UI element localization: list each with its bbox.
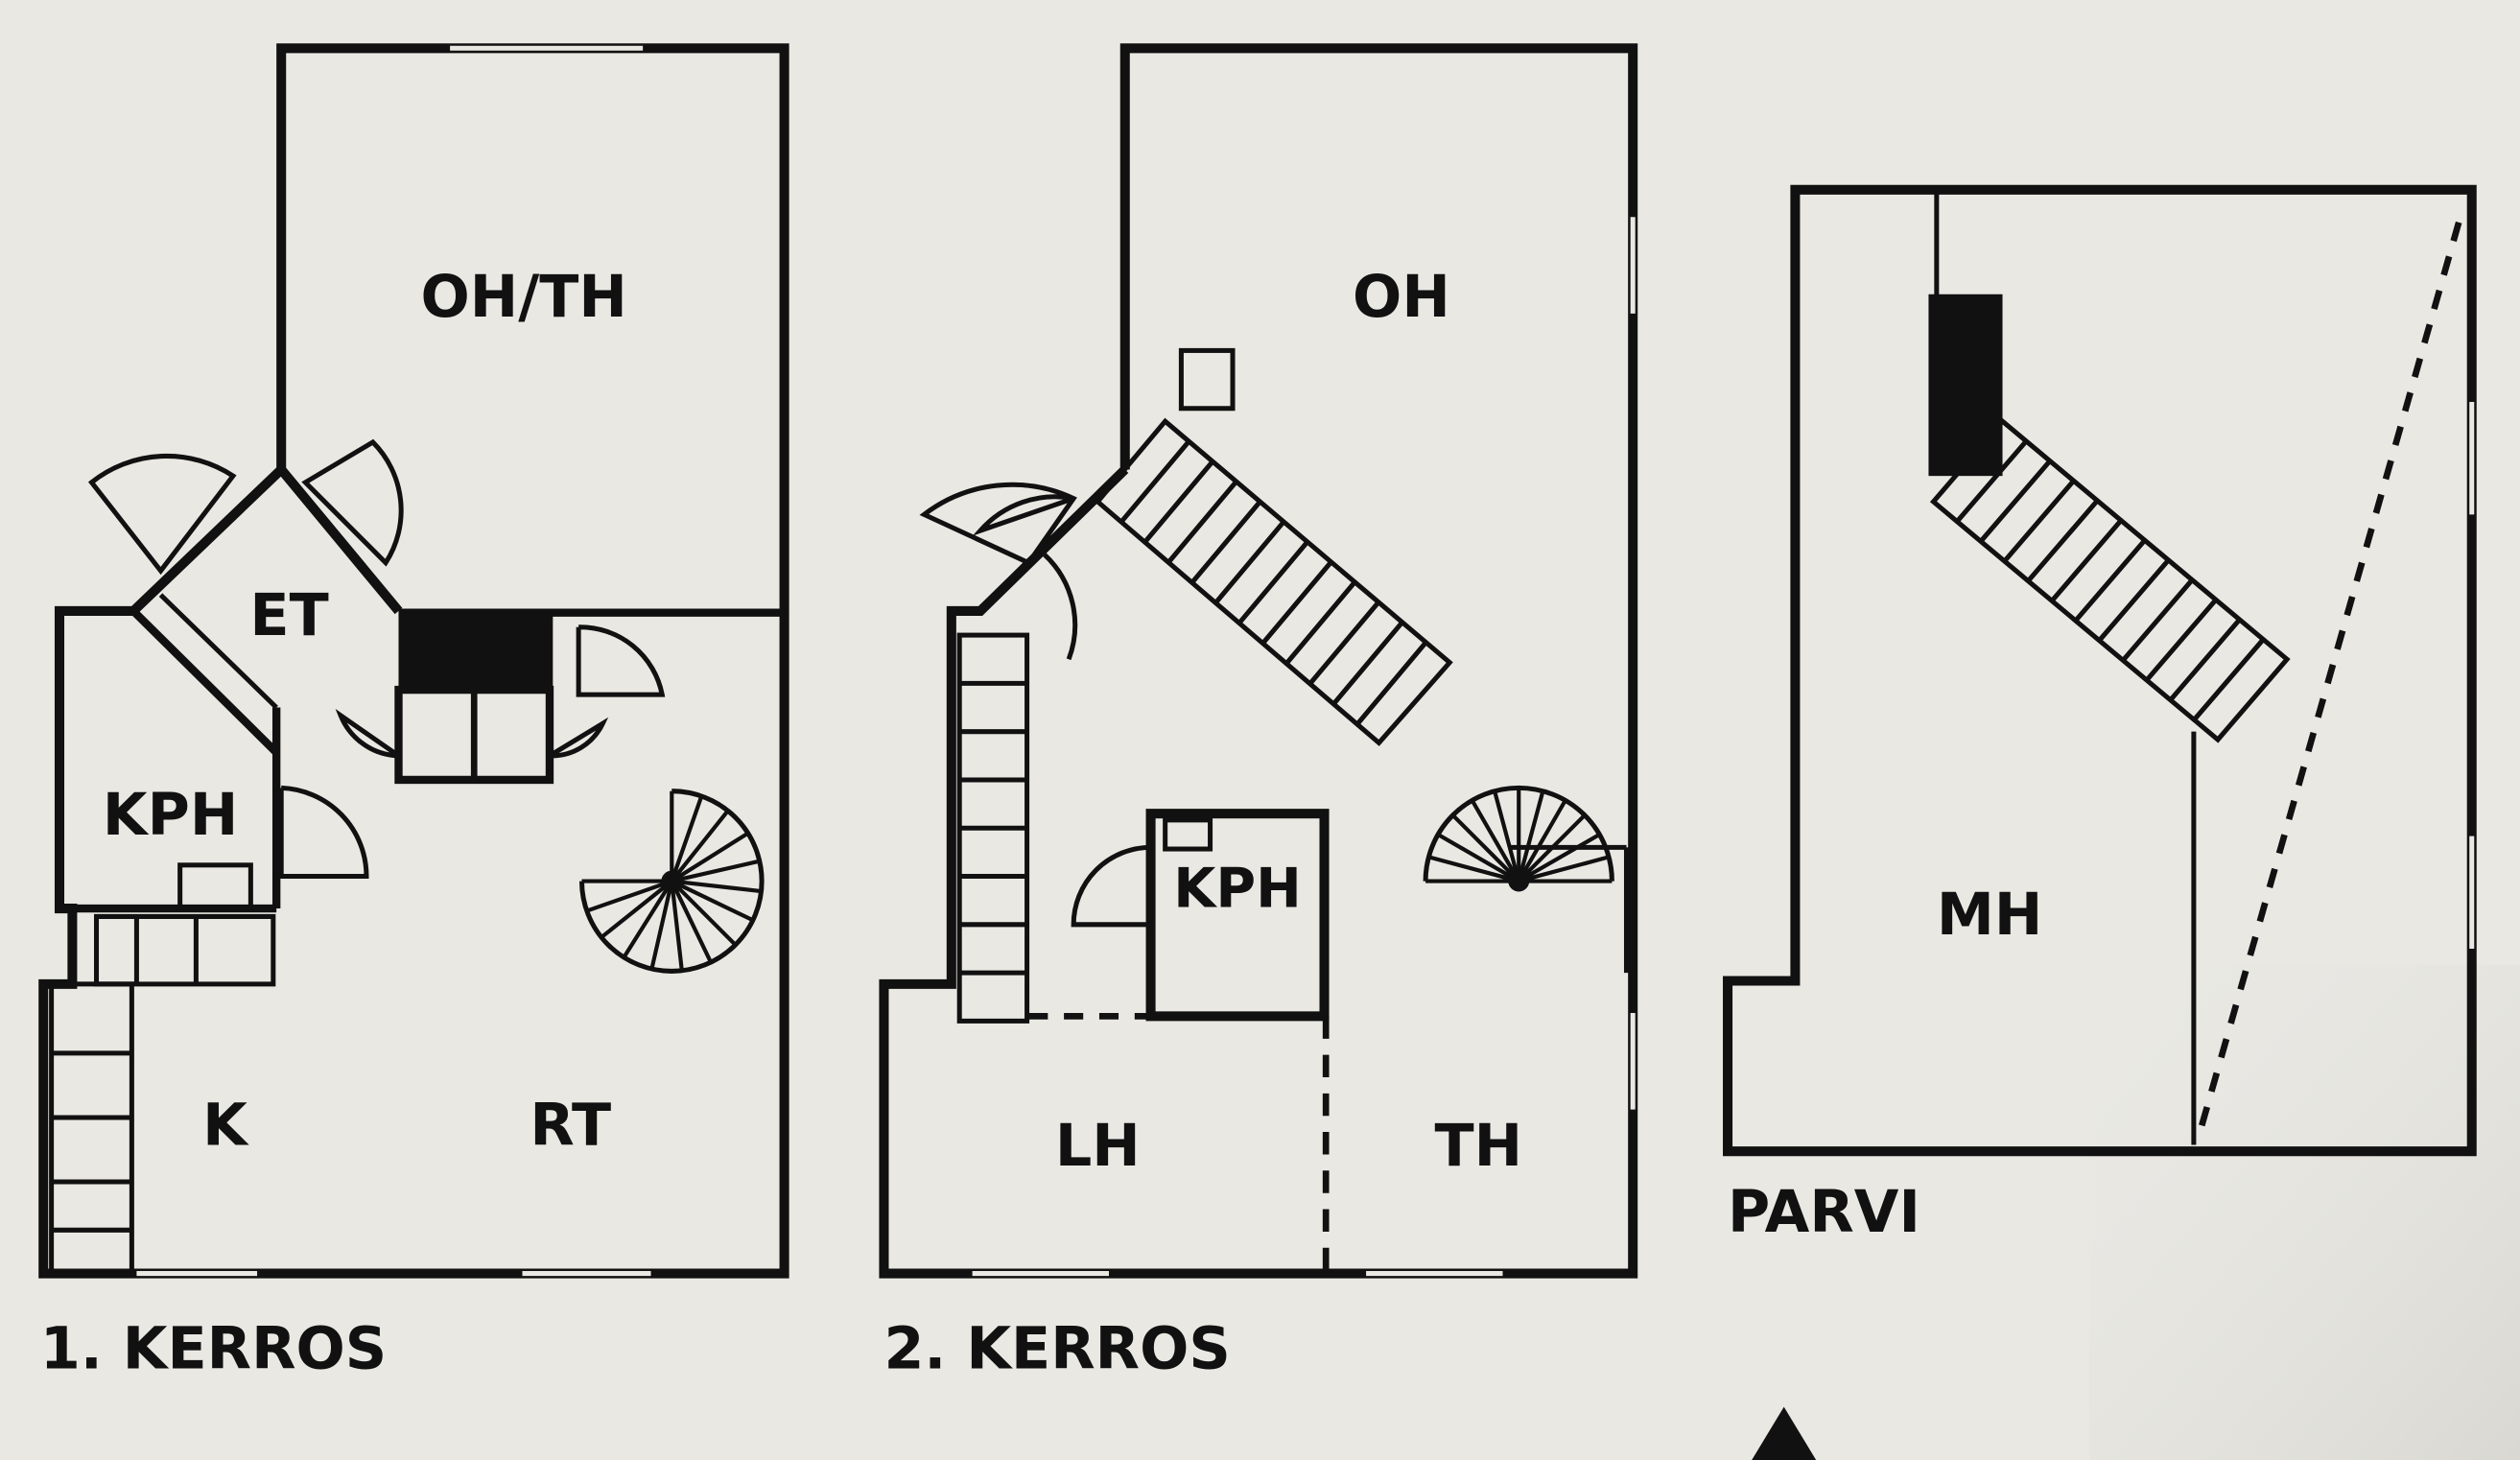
stair-tread [1261,560,1333,645]
stair-tread [2121,577,2195,663]
spiral-tread [670,880,713,964]
stair-tread [1356,641,1428,725]
spiral-tread [671,879,754,923]
stair-tread [1308,600,1380,685]
spiral-tread [670,880,738,947]
stair-tread [1166,480,1238,564]
floor-caption-parvi: PARVI [1728,1179,1920,1246]
stair-tread [1142,459,1215,544]
corner-mark [1752,1406,1817,1460]
floor-caption-2: 2. KERROS [883,1315,1230,1382]
stair-tread [1190,500,1262,584]
room-label-k: K [202,1092,249,1159]
spiral-tread [1518,833,1601,883]
floor-2-bathroom-wall [1145,809,1330,1022]
stair-tread [2073,538,2147,623]
spiral-tread [671,879,762,894]
spiral-center [661,870,683,892]
spiral-tread [671,859,761,883]
spiral-tread [1517,790,1545,883]
spiral-tread [1518,855,1610,883]
loft-plan [1723,184,2477,1157]
stair-tread [2097,558,2171,643]
room-label-th: TH [1435,1113,1523,1180]
stair-tread [1332,621,1404,705]
spiral-center [1508,870,1530,892]
room-label-rt: RT [530,1092,611,1159]
spiral-tread [670,809,730,883]
stair-tread [2026,499,2100,583]
room-label-lh: LH [1055,1113,1141,1180]
spiral-tread [1437,833,1520,883]
room-label-et: ET [249,582,328,649]
floor-2-plan [879,43,1638,1279]
spiral-tread [586,879,673,913]
spiral-tread [1517,799,1567,883]
floor-2-outer-wall [879,43,1638,1279]
stair-tread [1237,540,1309,624]
room-label-oh: OH [1353,264,1450,331]
floor-1-spiral-stair [578,789,765,974]
loft-outer-wall [1723,184,2477,1157]
spiral-tread [1493,790,1521,883]
floor-2-straight-stair [1094,417,1453,746]
stair-tread [1979,459,2052,543]
stair-tread [2192,637,2266,722]
stair-tread [1119,439,1191,524]
floor-1-hall-wall [277,466,403,615]
room-label-kph-2: KPH [1173,857,1302,920]
stair-tread [1955,439,2029,524]
spiral-tread [671,831,749,883]
floor-1-fireplace [398,612,550,691]
stair-tread [2050,518,2123,602]
stair-tread [1285,580,1357,665]
loft-straight-stair [1929,417,2291,743]
floor-captions: 1. KERROS 2. KERROS PARVI [40,1179,1920,1382]
room-labels: OH/TH ET KPH K RT OH KPH LH TH MH [103,264,2042,1180]
spiral-tread [649,881,674,970]
stair-tread [2144,598,2218,682]
spiral-tread [670,881,684,972]
spiral-tread [1470,799,1521,883]
floor-1-plan [38,43,789,1279]
room-label-mh: MH [1937,882,2042,949]
paper-shading [2088,964,2520,1460]
spiral-tread [1451,813,1520,883]
loft-chimney [1928,294,2003,477]
spiral-tread [622,880,674,959]
stair-tread [1213,520,1286,604]
room-label-oh-th: OH/TH [420,264,626,331]
spiral-tread [670,795,704,883]
stair-tread [2168,618,2242,702]
stair-tread [2002,479,2076,563]
spiral-tread [1427,855,1519,883]
floor-caption-1: 1. KERROS [40,1315,387,1382]
room-label-kph-1: KPH [103,782,238,849]
floor-2-spiral-stair [1423,785,1614,892]
spiral-tread [600,879,673,939]
